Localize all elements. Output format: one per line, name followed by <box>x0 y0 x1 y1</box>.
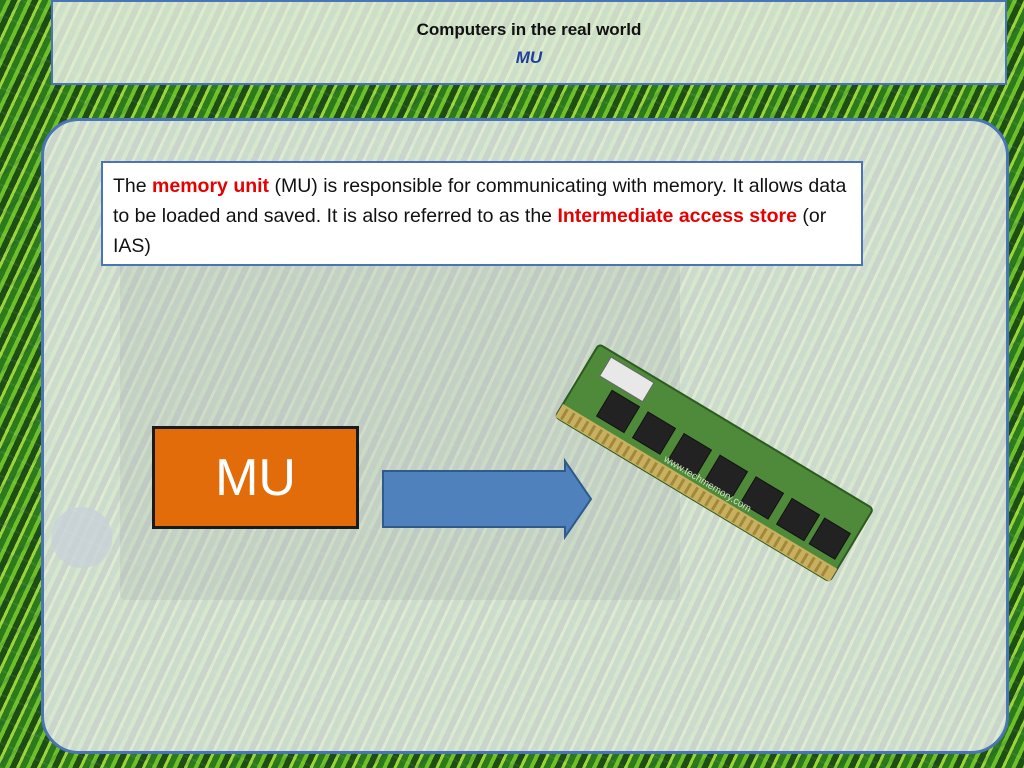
term-intermediate-access-store: Intermediate access store <box>557 205 797 227</box>
description-text-box: The memory unit (MU) is responsible for … <box>101 161 863 266</box>
ram-module-image: www.techmemory.com <box>555 344 873 582</box>
mu-box-label: MU <box>215 448 296 507</box>
title-banner: Computers in the real world MU <box>51 0 1007 85</box>
mu-box: MU <box>152 426 359 529</box>
slide-title: Computers in the real world <box>416 20 642 39</box>
description-text-3: (or IAS) <box>113 205 827 257</box>
description-text-2: (MU) is responsible for communicating wi… <box>113 175 847 227</box>
right-arrow-icon <box>382 458 593 540</box>
term-memory-unit: memory unit <box>152 175 270 197</box>
slide-subtitle: MU <box>515 48 543 67</box>
description-text-1: The <box>113 175 153 197</box>
